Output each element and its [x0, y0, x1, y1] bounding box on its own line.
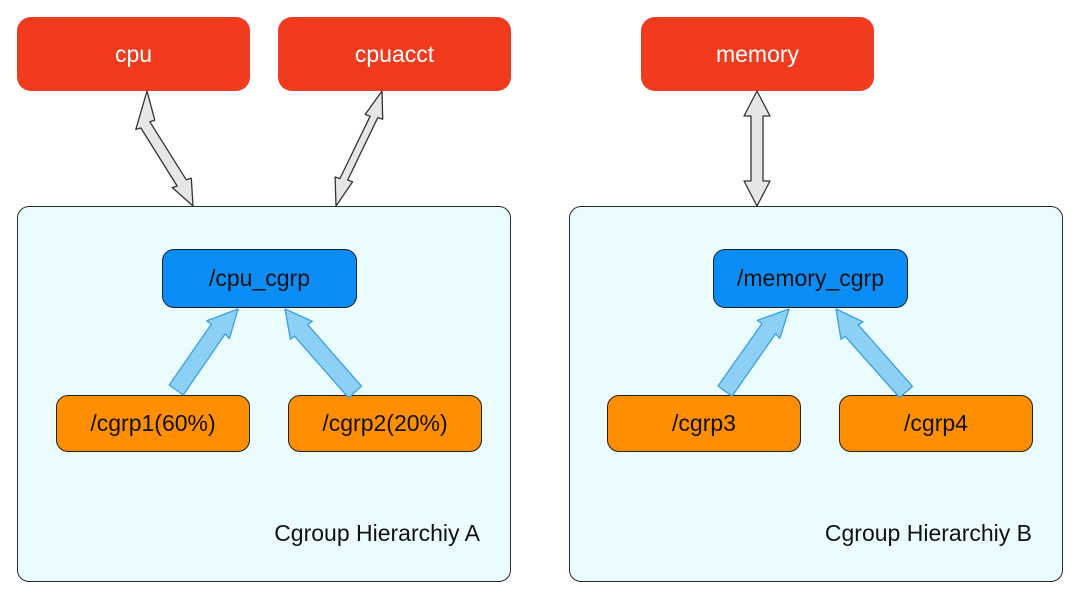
hierarchy-b-label: Cgroup Hierarchiy B: [824, 520, 1032, 546]
cgroup-cgrp4: /cgrp4: [839, 395, 1033, 452]
attach-arrow-memory: [743, 90, 771, 207]
subsystem-cpuacct: cpuacct: [278, 17, 511, 91]
hierarchy-a-label: Cgroup Hierarchiy A: [274, 520, 480, 546]
attach-arrow-cpu: [135, 90, 194, 207]
cgroup-cgrp2: /cgrp2(20%): [288, 395, 482, 452]
attach-arrow-cpuacct: [334, 90, 384, 207]
cgroup-cpu-cgrp: /cpu_cgrp: [162, 249, 357, 308]
cgroup-memory-cgrp: /memory_cgrp: [713, 249, 908, 308]
subsystem-memory: memory: [641, 17, 874, 91]
cgroup-cgrp3: /cgrp3: [607, 395, 801, 452]
cgroup-cgrp1: /cgrp1(60%): [56, 395, 250, 452]
subsystem-cpu: cpu: [17, 17, 250, 91]
